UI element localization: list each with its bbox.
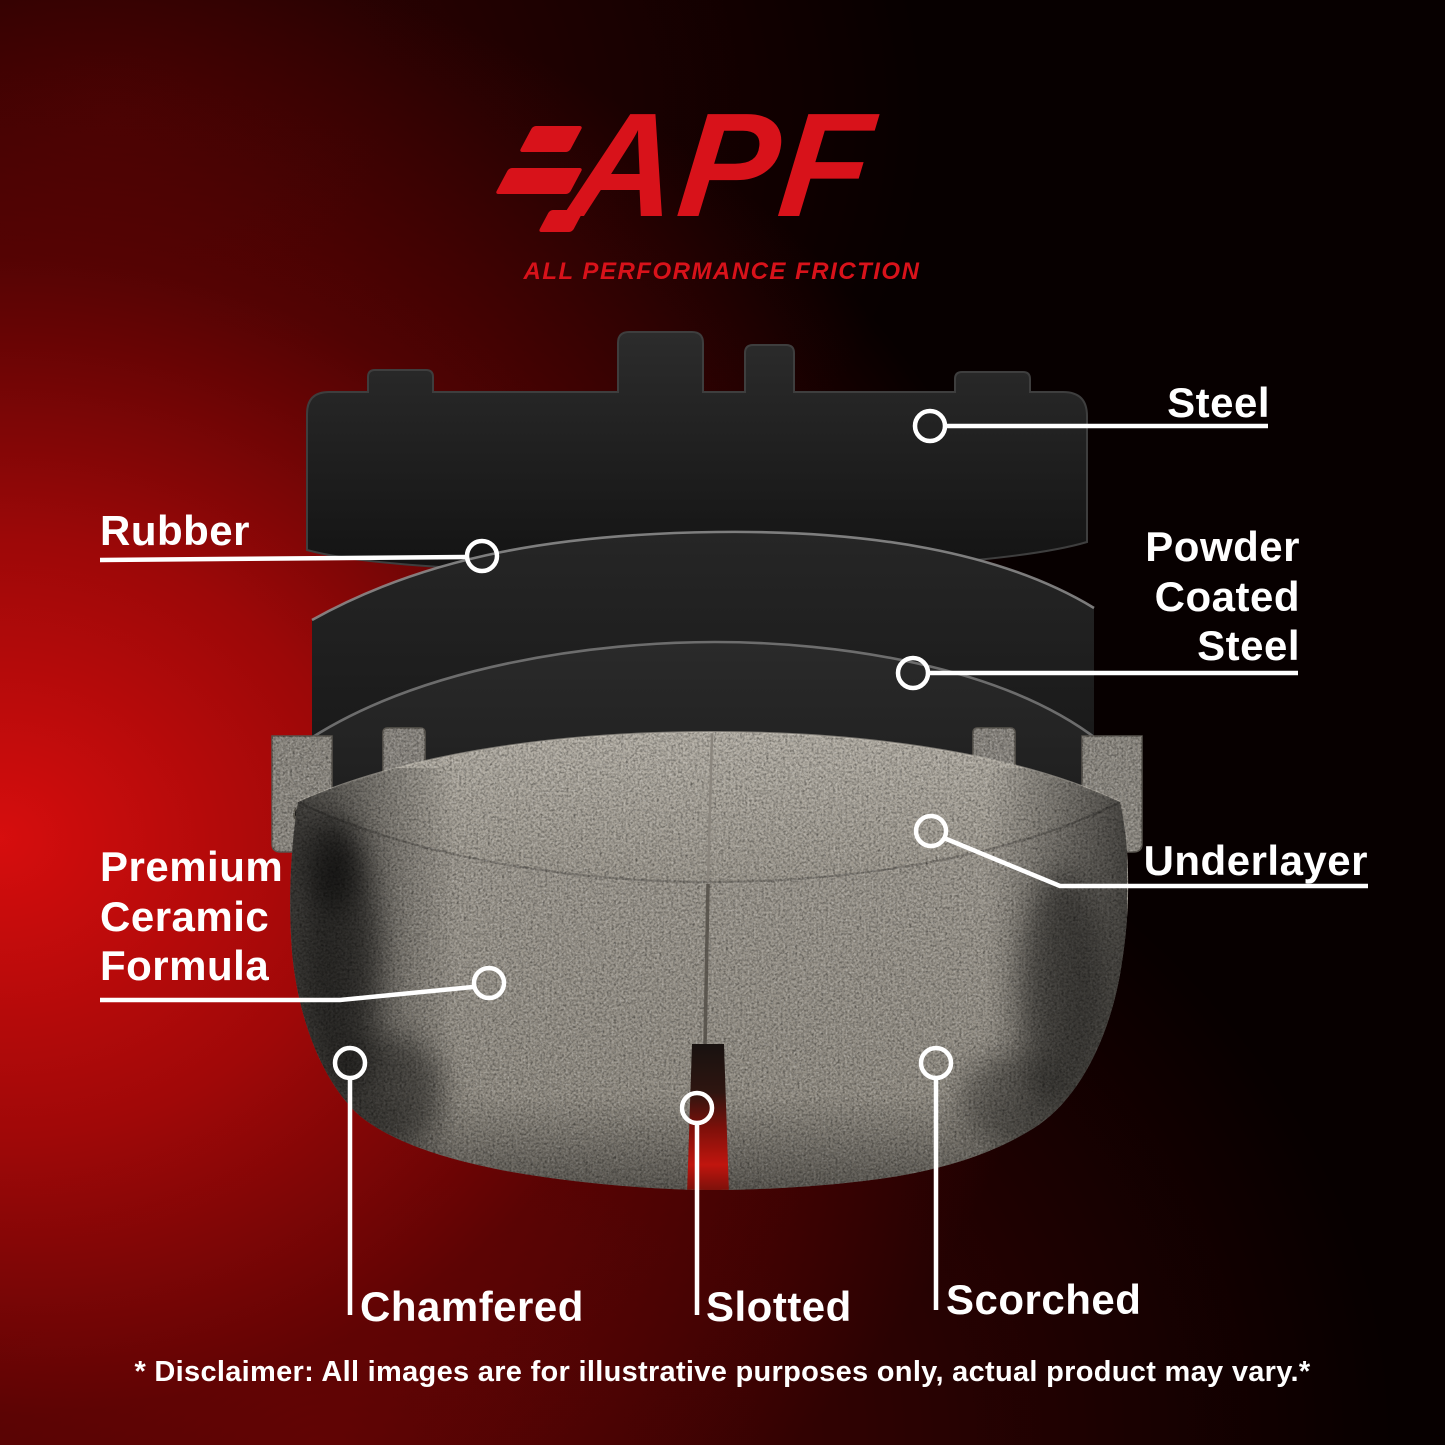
label-rubber: Rubber bbox=[100, 507, 250, 554]
brand-logo-text: APF bbox=[562, 83, 882, 248]
seam-line-front bbox=[703, 883, 710, 1047]
label-underlayer: Underlayer bbox=[1143, 837, 1368, 884]
powder-coated-edge bbox=[301, 640, 1099, 746]
rubber-shim-edge bbox=[311, 530, 1095, 622]
callout-lines bbox=[99, 408, 1368, 1315]
scorch-marks bbox=[300, 810, 1104, 1145]
callout-scorched-marker bbox=[918, 1045, 954, 1081]
disclaimer-text: * Disclaimer: All images are for illustr… bbox=[134, 1356, 1311, 1388]
callout-steel-marker bbox=[912, 408, 948, 444]
callout-slotted-marker bbox=[679, 1090, 715, 1126]
callout-chamfered-marker bbox=[332, 1045, 368, 1081]
callout-rubber-marker bbox=[464, 538, 500, 574]
callout-ceramic-marker bbox=[471, 965, 507, 1001]
brand-logo: APF ALL PERFORMANCE FRICTION bbox=[492, 83, 952, 286]
callout-underlayer-line bbox=[943, 835, 1368, 889]
label-premium-ceramic-formula: Premium Ceramic Formula bbox=[100, 843, 284, 990]
steel-backing-plate bbox=[306, 331, 1088, 575]
callout-underlayer-marker bbox=[913, 813, 949, 849]
label-scorched: Scorched bbox=[946, 1276, 1142, 1323]
label-chamfered: Chamfered bbox=[360, 1283, 584, 1330]
label-steel: Steel bbox=[1167, 379, 1270, 426]
label-powder-coated-steel: Powder Coated Steel bbox=[1145, 523, 1300, 670]
callout-powder-marker bbox=[895, 655, 931, 691]
callout-rubber-line bbox=[99, 554, 467, 563]
label-slotted: Slotted bbox=[706, 1283, 852, 1330]
brand-tagline: ALL PERFORMANCE FRICTION bbox=[523, 258, 921, 285]
seam-line-top bbox=[706, 733, 714, 883]
callout-ceramic-line bbox=[100, 984, 474, 1003]
